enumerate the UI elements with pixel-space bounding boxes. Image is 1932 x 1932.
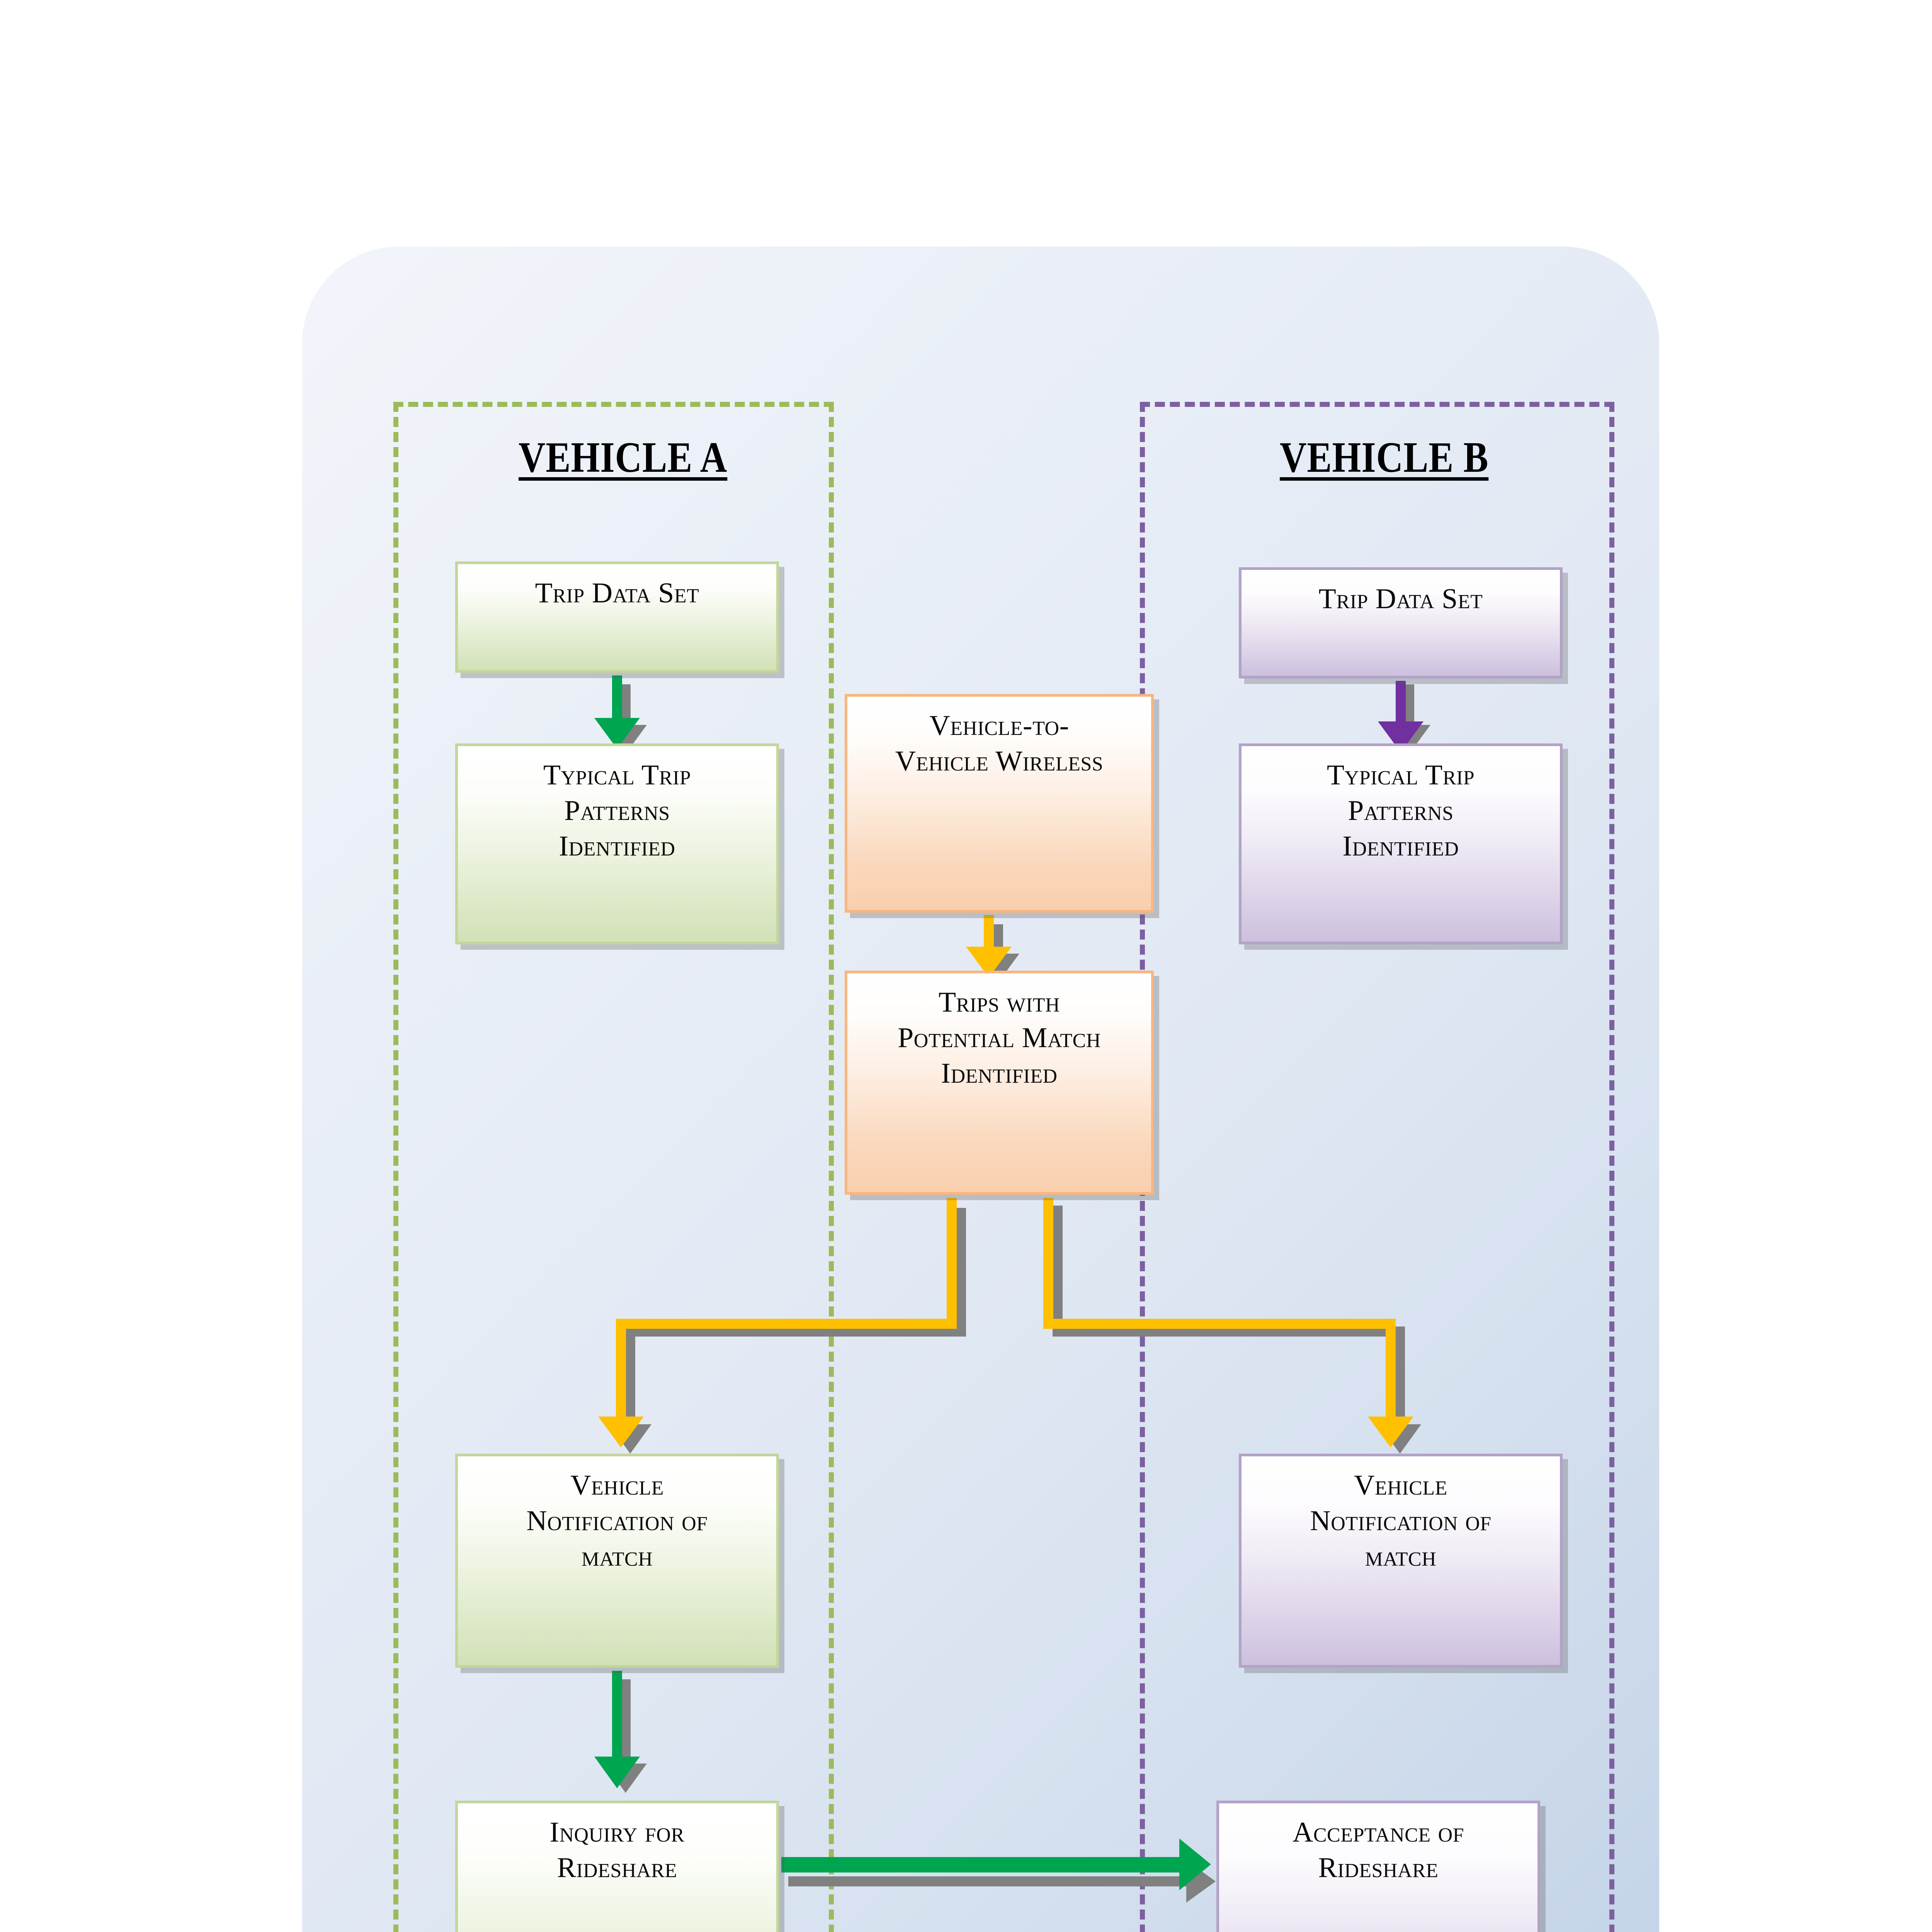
node-b-trip-data-set[interactable]: Trip Data Set xyxy=(1239,567,1563,679)
node-vehicle-to-vehicle-wireless[interactable]: Vehicle-to- Vehicle Wireless xyxy=(845,694,1154,913)
connector-wireless-to-trips xyxy=(966,915,1019,983)
node-label-line2: Patterns xyxy=(1348,794,1454,827)
node-label-line2: Notification of xyxy=(526,1505,708,1537)
connector-a-notify-to-inquiry xyxy=(594,1671,647,1793)
node-label-line3: match xyxy=(1365,1540,1437,1572)
node-label-line1: Vehicle-to- xyxy=(929,710,1069,742)
lane-vehicle-a xyxy=(393,402,834,1932)
lane-title-vehicle-a: VEHICLE A xyxy=(519,434,728,481)
node-label-line3: Identified xyxy=(1342,830,1459,862)
node-label: Trip Data Set xyxy=(1318,583,1483,615)
node-trips-with-potential-match-identified[interactable]: Trips with Potential Match Identified xyxy=(845,971,1154,1195)
node-label-line1: Vehicle xyxy=(570,1469,664,1501)
node-label-line2: Potential Match xyxy=(898,1022,1101,1054)
connector-trips-to-a-notify xyxy=(598,1198,966,1454)
node-b-acceptance-of-rideshare[interactable]: Acceptance of Rideshare xyxy=(1216,1801,1540,1932)
node-label-line3: Identified xyxy=(941,1057,1058,1089)
node-label-line2: Vehicle Wireless xyxy=(895,745,1104,777)
connector-inquiry-to-acceptance xyxy=(781,1838,1216,1903)
connector-trips-to-b-notify xyxy=(1043,1198,1421,1454)
node-label: Trip Data Set xyxy=(535,577,699,609)
node-label-line1: Vehicle xyxy=(1354,1469,1447,1501)
node-label-line2: Patterns xyxy=(564,794,670,827)
node-label-line2: Notification of xyxy=(1310,1505,1492,1537)
node-label-line1: Typical Trip xyxy=(1327,759,1475,791)
node-b-typical-trip-patterns-identified[interactable]: Typical Trip Patterns Identified xyxy=(1239,743,1563,944)
node-label-line3: match xyxy=(581,1540,653,1572)
connector-a-trip-to-patterns xyxy=(594,675,647,754)
lane-title-vehicle-b: VEHICLE B xyxy=(1280,434,1489,481)
connector-b-trip-to-patterns xyxy=(1378,681,1430,754)
node-label-line2: Rideshare xyxy=(1318,1852,1439,1884)
node-label-line1: Typical Trip xyxy=(543,759,691,791)
node-label-line1: Trips with xyxy=(938,986,1060,1018)
node-label-line1: Inquiry for xyxy=(549,1816,685,1848)
node-a-typical-trip-patterns-identified[interactable]: Typical Trip Patterns Identified xyxy=(455,743,779,944)
node-label-line1: Acceptance of xyxy=(1292,1816,1464,1848)
node-a-vehicle-notification-of-match[interactable]: Vehicle Notification of match xyxy=(455,1454,779,1668)
node-label-line3: Identified xyxy=(559,830,675,862)
node-b-vehicle-notification-of-match[interactable]: Vehicle Notification of match xyxy=(1239,1454,1563,1668)
node-a-trip-data-set[interactable]: Trip Data Set xyxy=(455,561,779,673)
node-label-line2: Rideshare xyxy=(557,1852,677,1884)
node-a-inquiry-for-rideshare[interactable]: Inquiry for Rideshare xyxy=(455,1801,779,1932)
